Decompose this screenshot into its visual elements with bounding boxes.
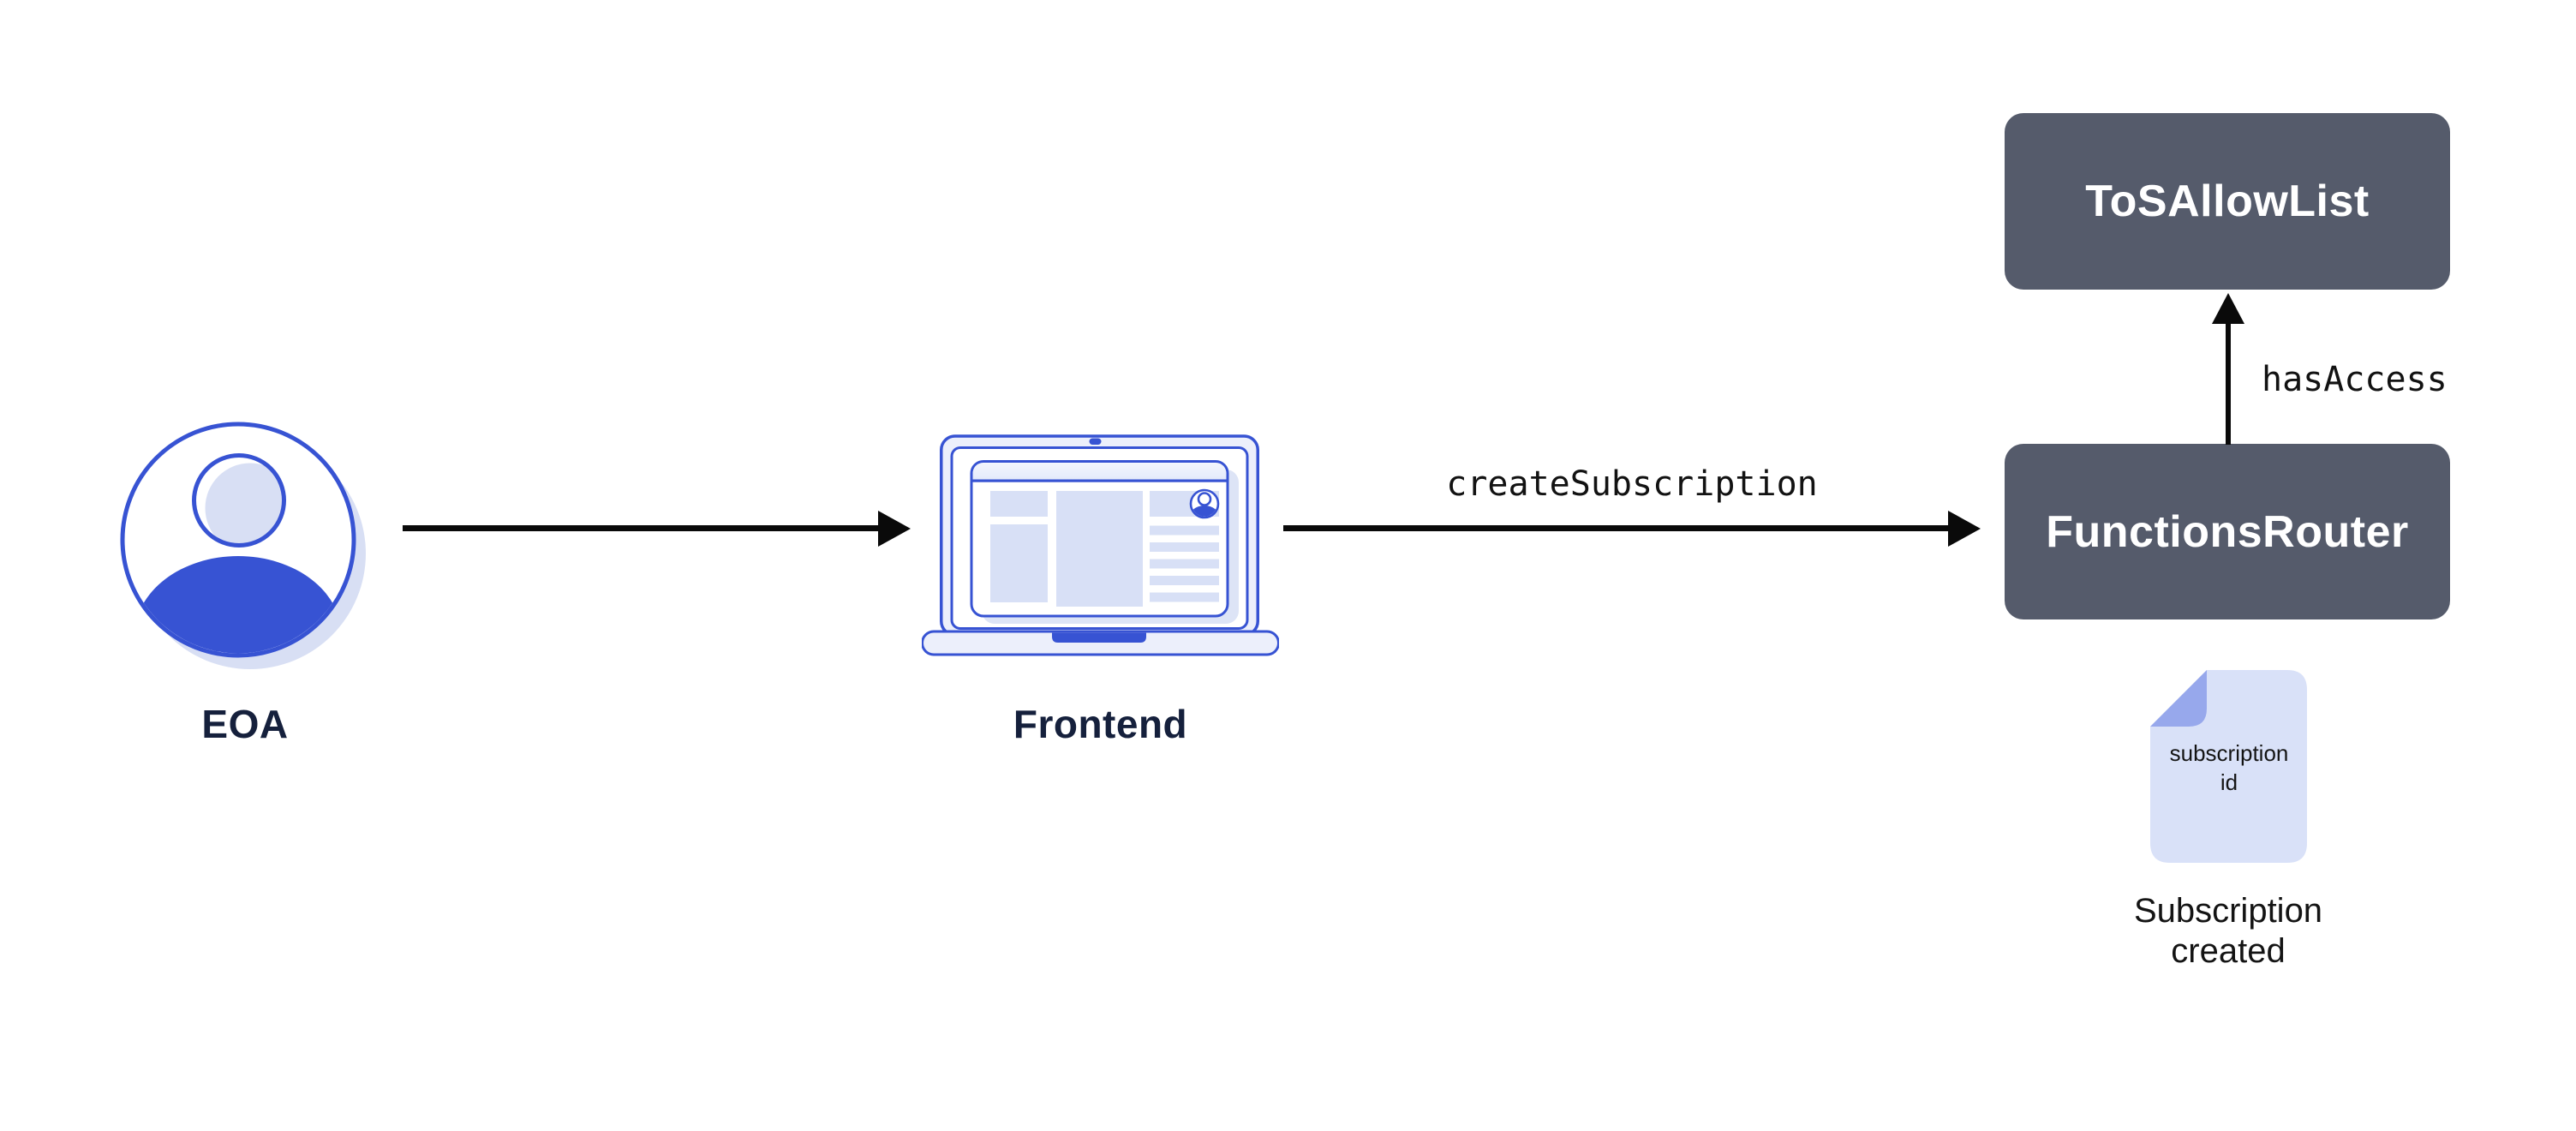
document-text: subscription id <box>2169 740 2289 795</box>
frontend-label: Frontend <box>1013 702 1188 746</box>
subscription-created-caption: Subscription created <box>2133 892 2323 970</box>
browser-header-divider <box>972 479 1227 482</box>
content-block <box>1056 491 1143 607</box>
arrow-eoa-to-frontend-line <box>403 525 879 531</box>
avatar-body-shape <box>134 556 342 654</box>
content-row <box>1150 525 1219 536</box>
has-access-label: hasAccess <box>2262 360 2447 399</box>
arrow-router-to-allowlist-head <box>2212 293 2244 324</box>
node-functions-router: FunctionsRouter <box>2005 444 2450 619</box>
document-icon <box>2150 670 2307 863</box>
arrow-frontend-to-router-line <box>1283 525 1948 531</box>
content-row <box>1150 542 1219 552</box>
node-tos-allow-list: ToSAllowList <box>2005 113 2450 290</box>
laptop-base <box>922 630 1279 656</box>
content-block <box>990 491 1048 517</box>
content-row <box>1150 559 1219 569</box>
browser-avatar-head <box>1197 492 1212 506</box>
content-row <box>1150 576 1219 585</box>
eoa-label: EOA <box>201 702 289 746</box>
avatar-head-ring <box>192 453 286 548</box>
content-block <box>990 524 1048 602</box>
document-folded-corner <box>2150 670 2207 727</box>
arrow-frontend-to-router-head <box>1948 511 1981 547</box>
laptop-base-notch <box>1052 632 1146 643</box>
browser-header-bar <box>972 463 1227 480</box>
create-subscription-label: createSubscription <box>1446 464 1818 504</box>
arrow-eoa-to-frontend-head <box>878 511 911 547</box>
arrow-router-to-allowlist-line <box>2226 320 2231 445</box>
functions-router-label: FunctionsRouter <box>2046 506 2409 557</box>
laptop-webcam-dot <box>1089 438 1102 445</box>
content-row <box>1150 592 1219 602</box>
laptop-icon <box>922 434 1279 656</box>
user-avatar-icon <box>120 422 366 669</box>
tos-allow-list-label: ToSAllowList <box>2085 177 2370 226</box>
